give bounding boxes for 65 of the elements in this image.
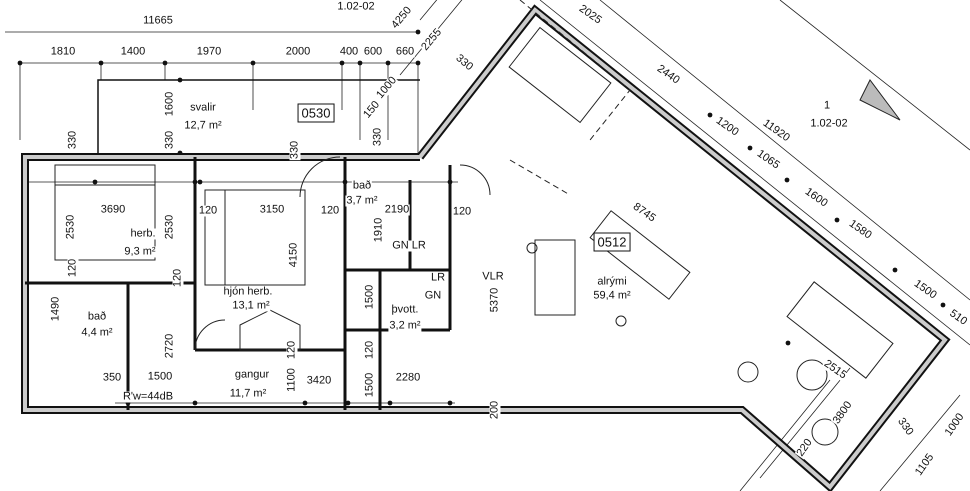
room-label: bað — [352, 180, 372, 192]
dimension-label: 1500 — [364, 284, 376, 310]
room-label: þvott. — [390, 304, 420, 316]
dimension-label: 120 — [452, 206, 472, 218]
dimension-label: GN LR — [391, 240, 427, 252]
dimension-label: 1500 — [364, 372, 376, 398]
room-label: bað — [86, 312, 108, 322]
dimension-label: 2000 — [284, 46, 312, 58]
dimension-label: 1100 — [286, 367, 298, 393]
area-label: 59,4 m² — [592, 290, 632, 302]
dimension-label: 2530 — [164, 214, 176, 240]
dimension-label: 1400 — [120, 46, 146, 58]
dimension-label: 1600 — [164, 90, 176, 118]
dimension-label: 120 — [198, 206, 218, 216]
dimension-label: 1970 — [196, 46, 222, 58]
dimension-label: 2720 — [164, 332, 176, 360]
dimension-label: 1810 — [50, 46, 76, 58]
dimension-label: 3690 — [100, 204, 126, 216]
dimension-label: 120 — [364, 340, 376, 360]
dimension-label: 600 — [362, 46, 384, 58]
area-label: 3,2 m² — [388, 320, 422, 332]
dimension-label: 330 — [164, 130, 176, 150]
dimension-label: 1 — [822, 100, 832, 112]
area-label: 13,1 m² — [231, 300, 271, 312]
dimension-label: 120 — [320, 206, 340, 216]
dimension-label: 5370 — [490, 286, 500, 314]
dimension-label: 1.02-02 — [809, 118, 849, 130]
dimension-label: 350 — [102, 372, 122, 384]
area-label: 3,7 m² — [345, 196, 379, 206]
room-number-box: 0530 — [298, 104, 334, 122]
dimension-label: 400 — [338, 46, 360, 58]
area-label: 4,4 m² — [80, 328, 114, 338]
dimension-label: 1490 — [50, 296, 62, 322]
dimension-label: 1910 — [374, 216, 384, 244]
dimension-label: VLR — [481, 272, 505, 282]
dimension-label: 3150 — [258, 204, 286, 216]
room-label: hjón herb. — [222, 286, 274, 298]
dimension-label: 2190 — [384, 204, 410, 216]
dimension-label: 2530 — [66, 214, 76, 240]
dimension-label: 3420 — [306, 376, 332, 386]
room-label: svalir — [189, 102, 217, 114]
dimension-label: 2280 — [394, 372, 422, 384]
room-label: alrými — [596, 276, 628, 288]
dimension-label: 11665 — [142, 16, 174, 26]
dimension-label: 660 — [394, 46, 416, 58]
dimension-label: 330 — [372, 126, 384, 148]
room-number-box: 0512 — [594, 232, 630, 252]
dimension-label: LR — [430, 272, 446, 284]
dimension-label: 120 — [68, 258, 78, 278]
dimension-label: 330 — [68, 130, 78, 150]
area-label: 12,7 m² — [183, 120, 223, 132]
dimension-label: 2515 — [821, 358, 849, 382]
dimension-label: 200 — [490, 400, 500, 420]
dimension-label: 4150 — [288, 242, 300, 268]
dimension-label: 120 — [286, 340, 298, 360]
area-label: 9,3 m² — [123, 246, 157, 258]
room-label: R'w=44dB — [122, 392, 174, 402]
dimension-label: 330 — [290, 140, 300, 160]
dimension-label: 120 — [172, 268, 184, 288]
room-label: herb. — [129, 228, 157, 240]
dimension-label: 1.02-02 — [336, 2, 376, 12]
dimension-label: GN — [424, 290, 442, 302]
dimension-label: 1500 — [146, 372, 174, 382]
area-label: 11,7 m² — [228, 388, 268, 400]
room-label: gangur — [234, 370, 270, 380]
